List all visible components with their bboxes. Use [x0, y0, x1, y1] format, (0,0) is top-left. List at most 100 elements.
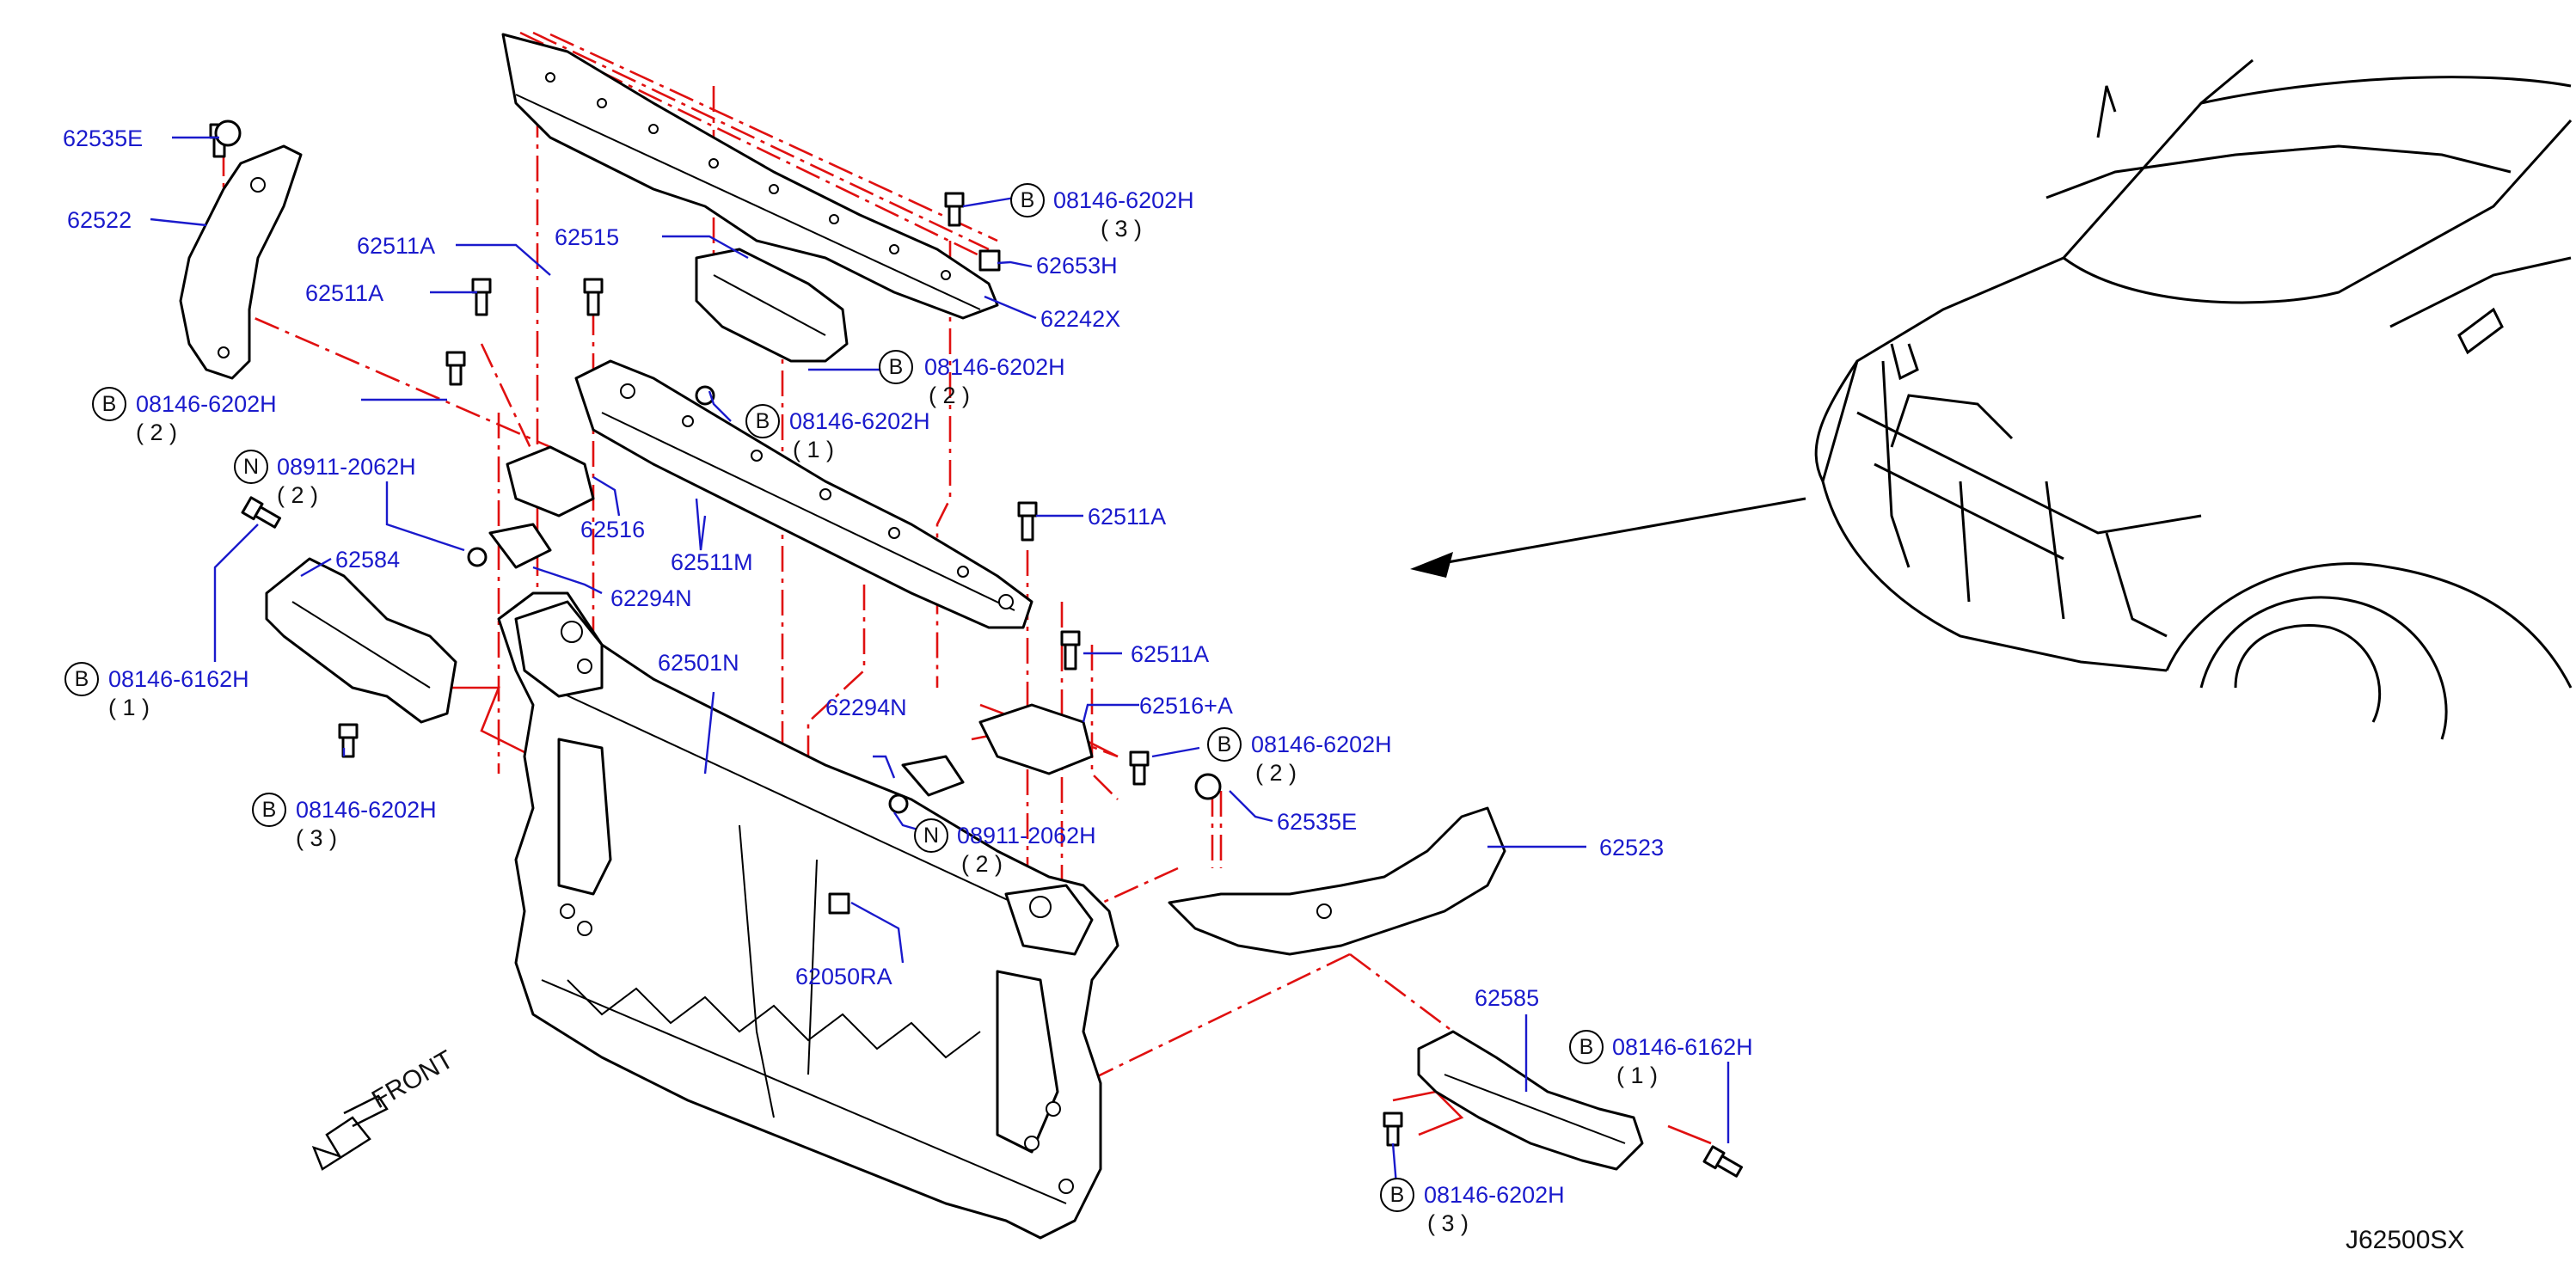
left-air-guide	[179, 144, 303, 380]
diagram-code: J62500SX	[2346, 1226, 2464, 1254]
callout-with-count: B 08146-6202H ( 2 )	[1207, 727, 1392, 786]
callout-label: 62584	[335, 547, 400, 573]
clip	[1194, 773, 1222, 800]
bolt	[338, 723, 359, 758]
callout-label: 08146-6202H	[924, 354, 1065, 380]
callout-with-count: B 08146-6202H ( 1 )	[745, 404, 930, 462]
bolt	[1129, 750, 1150, 786]
bolt	[471, 278, 492, 316]
callout-label: 62511A	[1088, 504, 1166, 530]
callout-label: 62516	[580, 517, 645, 542]
callout-label: 08146-6202H	[1424, 1182, 1565, 1208]
callout-label: 62516+A	[1139, 693, 1233, 719]
callout-label: 62511A	[357, 233, 435, 259]
callout-label: 62535E	[1277, 809, 1357, 835]
leader-lines	[150, 136, 1730, 1196]
bolt	[241, 496, 282, 529]
bolt	[1060, 630, 1081, 671]
vehicle-outline	[1814, 58, 2573, 740]
callout-with-count: N 08911-2062H ( 2 )	[234, 450, 416, 508]
upper-support-member	[501, 33, 999, 320]
circle-letter: B	[1579, 1035, 1594, 1059]
circle-letter: B	[1021, 188, 1035, 212]
upper-crossmember	[574, 359, 1033, 629]
callout-label: 62511A	[305, 280, 383, 306]
circle-letter: B	[889, 355, 904, 379]
bolt	[1383, 1112, 1403, 1147]
callout-with-count: B 08146-6202H ( 2 )	[92, 387, 277, 445]
bolt	[1702, 1145, 1744, 1178]
callout-count: ( 1 )	[793, 437, 834, 462]
callout-label: 62511A	[1131, 641, 1209, 667]
circle-letter: B	[75, 667, 89, 691]
rubber-mount	[978, 249, 1001, 272]
clip	[214, 119, 242, 147]
callout-count: ( 2 )	[277, 482, 318, 508]
callout-label: 62501N	[658, 650, 739, 676]
radiator-core-support	[497, 591, 1119, 1240]
callout-with-count: B 08146-6162H ( 1 )	[1569, 1030, 1753, 1088]
callout-count: ( 2 )	[929, 383, 970, 408]
left-lower-bracket	[265, 557, 457, 724]
callout-label: 08146-6162H	[1612, 1034, 1753, 1060]
view-arrow	[1410, 497, 1806, 578]
callout-count: ( 3 )	[296, 825, 337, 851]
callout-count: ( 3 )	[1427, 1210, 1469, 1236]
callout-count: ( 2 )	[136, 420, 177, 445]
callout-label: 62535E	[63, 126, 143, 151]
callout-label: 08146-6202H	[789, 408, 930, 434]
callout-count: ( 3 )	[1101, 216, 1142, 242]
callout-label: 08146-6202H	[1053, 187, 1194, 213]
callout-label: 08146-6202H	[296, 797, 437, 823]
circle-letter: B	[756, 409, 770, 433]
circle-letter: B	[1217, 732, 1232, 756]
callout-label: 62515	[555, 224, 619, 250]
callout-label: 62050RA	[795, 964, 892, 989]
callout-label: 08911-2062H	[277, 454, 416, 480]
callout-count: ( 1 )	[1616, 1063, 1658, 1088]
callout-label: 62511M	[671, 549, 753, 575]
bolt	[944, 192, 965, 227]
callout-label: 62523	[1599, 835, 1664, 860]
callout-count: ( 2 )	[961, 851, 1003, 877]
small-brackets	[488, 445, 1094, 797]
callout-label: 62653H	[1036, 253, 1118, 279]
callout-label: 08911-2062H	[957, 823, 1096, 848]
front-arrow-icon	[311, 1094, 389, 1171]
circle-letter: N	[243, 455, 259, 479]
circle-letter: B	[262, 798, 277, 822]
callout-with-count: B 08146-6162H ( 1 )	[64, 662, 249, 720]
callout-with-count: B 08146-6202H ( 3 )	[1010, 183, 1194, 242]
circle-letter: B	[102, 392, 117, 416]
callout-with-count: B 08146-6202H ( 3 )	[1380, 1178, 1565, 1236]
bolts	[209, 119, 1744, 1178]
callout-label: 62294N	[825, 695, 907, 720]
callout-with-count: N 08911-2062H ( 2 )	[914, 818, 1096, 877]
callout-count: ( 2 )	[1255, 760, 1297, 786]
callout-label: 08146-6202H	[136, 391, 277, 417]
circle-letter: B	[1390, 1183, 1405, 1207]
bolt	[583, 278, 604, 316]
callout-with-count: B 08146-6202H ( 2 )	[879, 350, 1065, 408]
callouts: 62535E 62522 62511A 62511A 62515 62584 6…	[63, 126, 1753, 1236]
right-lower-bracket	[1417, 1030, 1644, 1171]
nut	[888, 793, 909, 814]
callout-label: 08146-6202H	[1251, 732, 1392, 757]
callout-with-count: B 08146-6202H ( 3 )	[252, 793, 437, 851]
bracket-62515	[695, 248, 849, 363]
rubber-mount	[828, 892, 850, 915]
callout-count: ( 1 )	[108, 695, 150, 720]
callout-label: 62522	[67, 207, 132, 233]
bolt	[445, 351, 466, 386]
nut	[467, 547, 488, 567]
callout-label: 08146-6162H	[108, 666, 249, 692]
circle-letter: N	[923, 824, 939, 848]
callout-label: 62585	[1475, 985, 1539, 1011]
callout-label: 62294N	[610, 585, 692, 611]
right-air-guide	[1168, 806, 1506, 956]
front-label: FRONT	[367, 1045, 458, 1114]
callout-label: 62242X	[1040, 306, 1120, 332]
bolt	[1017, 501, 1038, 542]
